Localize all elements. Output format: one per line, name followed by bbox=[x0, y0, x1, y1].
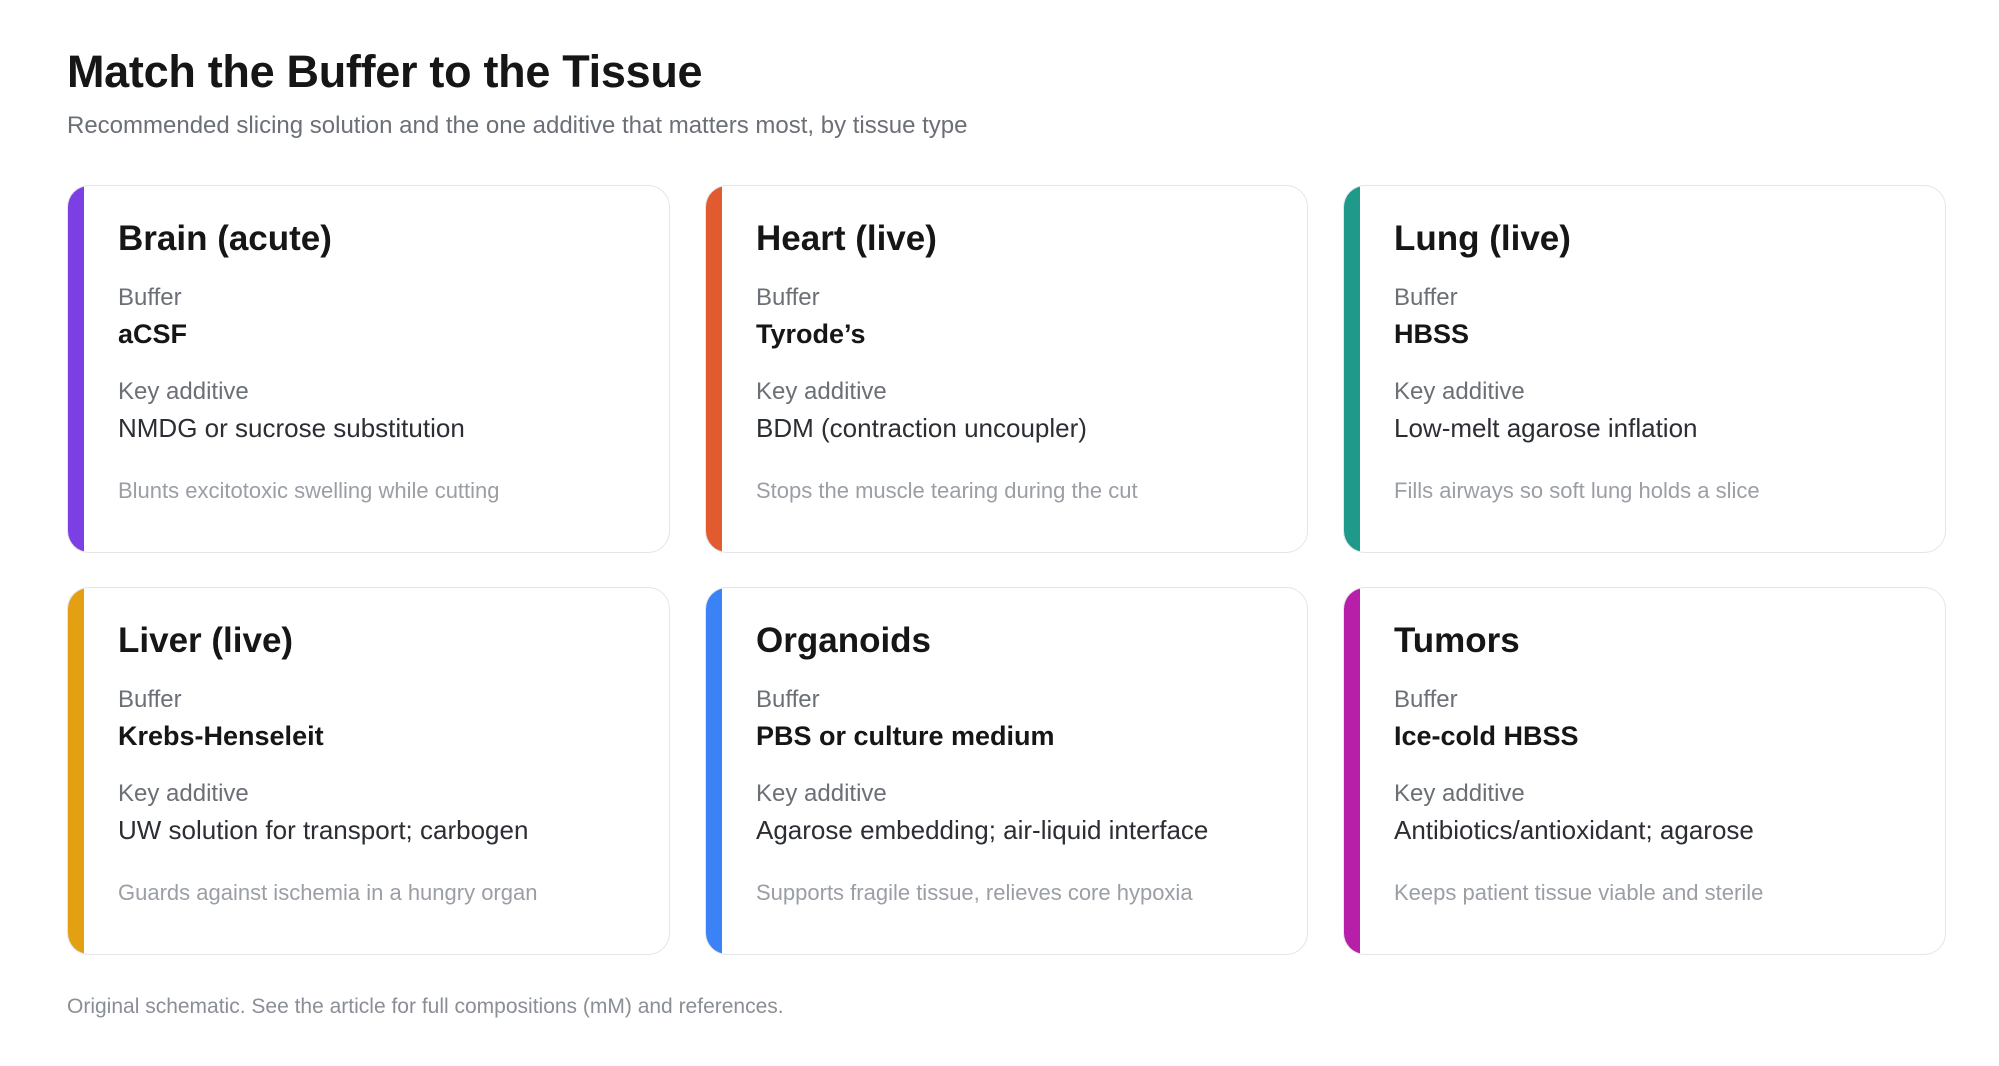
tissue-card-grid: Brain (acute) Buffer aCSF Key additive N… bbox=[67, 185, 1947, 955]
key-additive-label: Key additive bbox=[118, 780, 249, 807]
buffer-label: Buffer bbox=[756, 284, 820, 311]
card-accent-bar bbox=[1344, 186, 1360, 552]
card-note: Blunts excitotoxic swelling while cuttin… bbox=[118, 478, 500, 503]
card-accent-bar bbox=[706, 186, 722, 552]
key-additive-label: Key additive bbox=[118, 378, 249, 405]
key-additive-value: Antibiotics/antioxidant; agarose bbox=[1394, 815, 1754, 845]
tissue-card-tumors: Tumors Buffer Ice-cold HBSS Key additive… bbox=[1343, 587, 1946, 955]
tissue-card-heart: Heart (live) Buffer Tyrode’s Key additiv… bbox=[705, 185, 1308, 553]
buffer-value: HBSS bbox=[1394, 319, 1470, 349]
buffer-value: Ice-cold HBSS bbox=[1394, 721, 1579, 751]
buffer-label: Buffer bbox=[1394, 686, 1458, 713]
card-note: Keeps patient tissue viable and sterile bbox=[1394, 880, 1764, 905]
card-note: Supports fragile tissue, relieves core h… bbox=[756, 880, 1193, 905]
key-additive-value: NMDG or sucrose substitution bbox=[118, 413, 465, 443]
key-additive-value: BDM (contraction uncoupler) bbox=[756, 413, 1087, 443]
key-additive-label: Key additive bbox=[756, 780, 887, 807]
buffer-value: aCSF bbox=[118, 319, 188, 349]
page-subtitle: Recommended slicing solution and the one… bbox=[67, 112, 968, 139]
card-title: Brain (acute) bbox=[118, 219, 332, 258]
card-title: Liver (live) bbox=[118, 621, 294, 660]
footnote: Original schematic. See the article for … bbox=[67, 995, 784, 1018]
key-additive-value: Agarose embedding; air-liquid interface bbox=[756, 815, 1209, 845]
buffer-value: Tyrode’s bbox=[756, 319, 866, 349]
key-additive-value: Low-melt agarose inflation bbox=[1394, 413, 1698, 443]
card-accent-bar bbox=[1344, 588, 1360, 954]
key-additive-label: Key additive bbox=[1394, 780, 1525, 807]
buffer-label: Buffer bbox=[1394, 284, 1458, 311]
tissue-card-brain: Brain (acute) Buffer aCSF Key additive N… bbox=[67, 185, 670, 553]
card-note: Guards against ischemia in a hungry orga… bbox=[118, 880, 538, 905]
card-note: Fills airways so soft lung holds a slice bbox=[1394, 478, 1760, 503]
buffer-label: Buffer bbox=[118, 686, 182, 713]
buffer-label: Buffer bbox=[118, 284, 182, 311]
tissue-card-lung: Lung (live) Buffer HBSS Key additive Low… bbox=[1343, 185, 1946, 553]
tissue-card-liver: Liver (live) Buffer Krebs-Henseleit Key … bbox=[67, 587, 670, 955]
buffer-value: PBS or culture medium bbox=[756, 721, 1055, 751]
card-note: Stops the muscle tearing during the cut bbox=[756, 478, 1138, 503]
key-additive-label: Key additive bbox=[1394, 378, 1525, 405]
card-title: Lung (live) bbox=[1394, 219, 1571, 258]
page-title: Match the Buffer to the Tissue bbox=[67, 46, 703, 97]
card-title: Organoids bbox=[756, 621, 932, 660]
key-additive-label: Key additive bbox=[756, 378, 887, 405]
card-accent-bar bbox=[706, 588, 722, 954]
card-title: Heart (live) bbox=[756, 219, 937, 258]
buffer-value: Krebs-Henseleit bbox=[118, 721, 324, 751]
card-accent-bar bbox=[68, 186, 84, 552]
buffer-label: Buffer bbox=[756, 686, 820, 713]
tissue-card-organoids: Organoids Buffer PBS or culture medium K… bbox=[705, 587, 1308, 955]
card-accent-bar bbox=[68, 588, 84, 954]
card-title: Tumors bbox=[1394, 621, 1520, 660]
key-additive-value: UW solution for transport; carbogen bbox=[118, 815, 529, 845]
